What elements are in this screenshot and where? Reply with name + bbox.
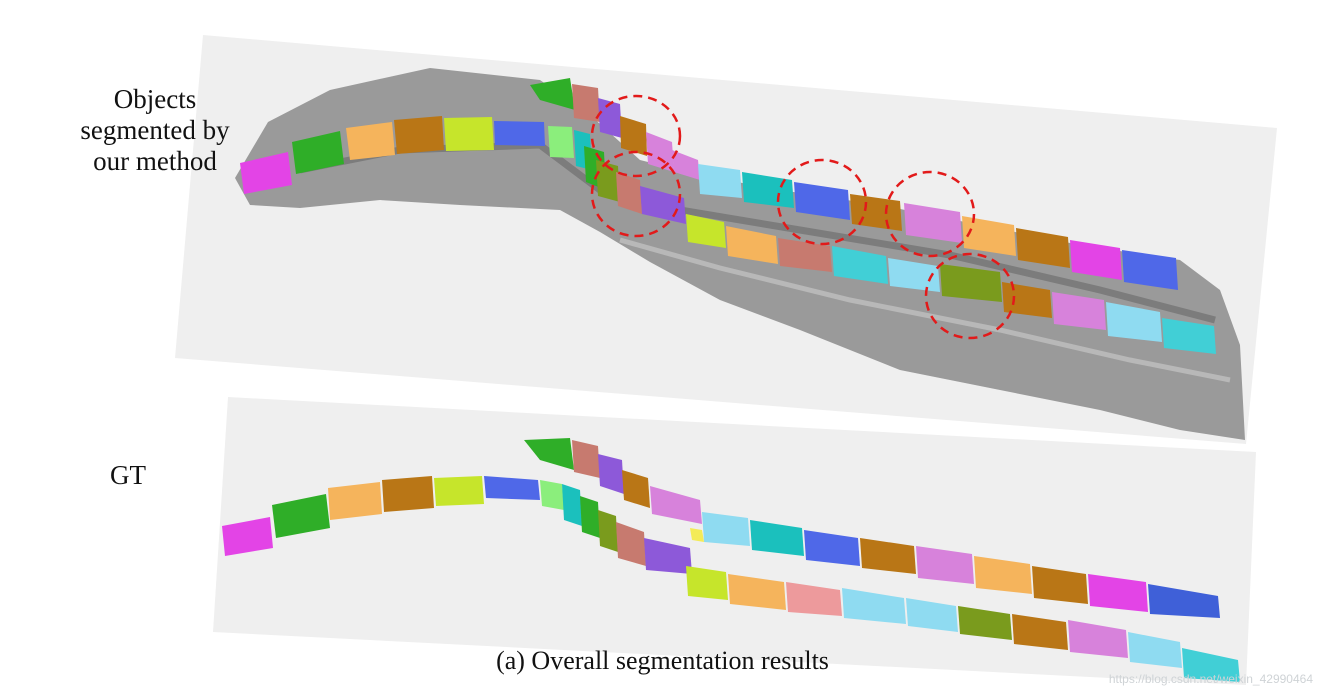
gt-segment-pink-2 [916, 546, 974, 584]
gt-segment-green-1 [272, 494, 330, 538]
segment-cyan-2 [1162, 318, 1216, 354]
gt-segment-rose-1 [786, 582, 842, 616]
gt-segment-olive-2 [958, 606, 1012, 640]
figure-caption: (a) Overall segmentation results [496, 646, 829, 675]
segment-olive-2 [940, 264, 1002, 302]
gt-segment-orange-3 [728, 574, 786, 610]
segment-brown-1 [394, 116, 444, 154]
gt-segment-teal-2 [562, 484, 582, 526]
gt-segment-pink-3 [1068, 620, 1128, 658]
gt-segment-orange-2 [974, 556, 1032, 594]
gt-objects [222, 438, 1240, 682]
segment-brown-2 [620, 116, 647, 156]
gt-segment-purple-2 [644, 538, 692, 574]
gt-segment-purple-1 [598, 454, 624, 494]
segment-pink-2 [672, 150, 700, 180]
highlight-circle-3 [776, 158, 868, 246]
gt-segment-brown-4 [1012, 614, 1068, 650]
gt-segment-sky-1 [702, 512, 750, 546]
segment-salmon-1 [572, 84, 600, 122]
gt-segment-salmon-1 [572, 440, 600, 478]
segment-cyan-1 [832, 246, 888, 284]
segment-brown-5 [1002, 282, 1052, 318]
gt-segment-olive-1 [598, 510, 618, 552]
segment-orange-2 [962, 216, 1016, 256]
label-our-method: Objects segmented by our method [70, 84, 240, 177]
segment-lightgreen-1 [548, 126, 574, 158]
segment-magenta-2 [1070, 240, 1122, 280]
gt-segment-salmon-2 [616, 522, 646, 566]
segment-sky-2 [888, 258, 940, 292]
segment-pink-3 [904, 203, 962, 243]
gt-segment-lime-1 [434, 476, 484, 506]
gt-segment-magenta-1 [222, 517, 273, 556]
gt-segment-blue-2 [804, 530, 860, 566]
watermark-text: https://blog.csdn.net/weixin_42990464 [1108, 672, 1313, 686]
segment-teal-1 [742, 172, 794, 208]
top-objects-upper [240, 78, 1178, 290]
label-line-1: Objects [113, 84, 197, 114]
segment-lime-2 [686, 214, 726, 248]
segment-orange-3 [726, 226, 778, 264]
label-line-3: our method [93, 146, 217, 176]
gt-segment-green-top [524, 438, 574, 470]
gt-segment-orange-1 [328, 482, 382, 520]
segment-sky-1 [698, 164, 742, 198]
segment-salmon-2 [616, 172, 642, 214]
gt-segment-lightgreen-1 [540, 480, 564, 510]
gt-segment-pink-1 [650, 486, 702, 524]
label-line-2: segmented by [80, 115, 230, 145]
segment-lime-1 [444, 117, 494, 151]
segment-green-1 [292, 131, 344, 174]
gt-segment-brown-1b [622, 470, 650, 508]
highlight-circles [590, 94, 1016, 340]
gt-segment-teal-1 [750, 520, 804, 556]
gt-segment-blue-3 [1148, 584, 1220, 618]
gt-segment-brown-3 [1032, 566, 1088, 604]
gt-segment-sky-3 [906, 598, 958, 632]
gt-segment-blue-1 [484, 476, 540, 500]
highlight-circle-1 [590, 94, 682, 178]
segment-purple-1 [598, 98, 622, 138]
segment-brown-4 [1016, 228, 1070, 268]
segment-pink-1 [646, 132, 674, 172]
segment-magenta-1 [240, 152, 292, 194]
segment-brown-3 [850, 194, 902, 231]
gt-segment-sky-2 [842, 588, 906, 624]
segment-blue-1 [494, 121, 545, 146]
highlight-circle-2 [590, 150, 682, 238]
gt-segment-lime-3 [690, 528, 704, 542]
mesh-ridge-lower [619, 237, 1231, 383]
segment-blue-3 [1122, 250, 1178, 290]
segment-blue-2 [794, 182, 850, 220]
gt-segment-cyan-1 [1182, 648, 1240, 682]
gt-segment-magenta-2 [1088, 574, 1148, 612]
segment-pink-4 [1052, 292, 1106, 330]
highlight-circle-5 [924, 252, 1016, 340]
segment-green-top [530, 78, 575, 110]
highlight-circle-4 [884, 170, 976, 258]
gt-segment-green-2 [580, 496, 600, 538]
gt-segment-sky-4 [1128, 632, 1182, 668]
segment-orange-1 [346, 122, 395, 160]
gt-segment-brown-2 [860, 538, 916, 574]
segment-rose-1 [778, 238, 832, 272]
gt-segment-lime-2 [686, 566, 728, 600]
segment-olive-1 [596, 160, 620, 202]
segment-sky-3 [1106, 302, 1162, 342]
gt-segment-brown-1 [382, 476, 434, 512]
label-gt: GT [110, 460, 146, 490]
